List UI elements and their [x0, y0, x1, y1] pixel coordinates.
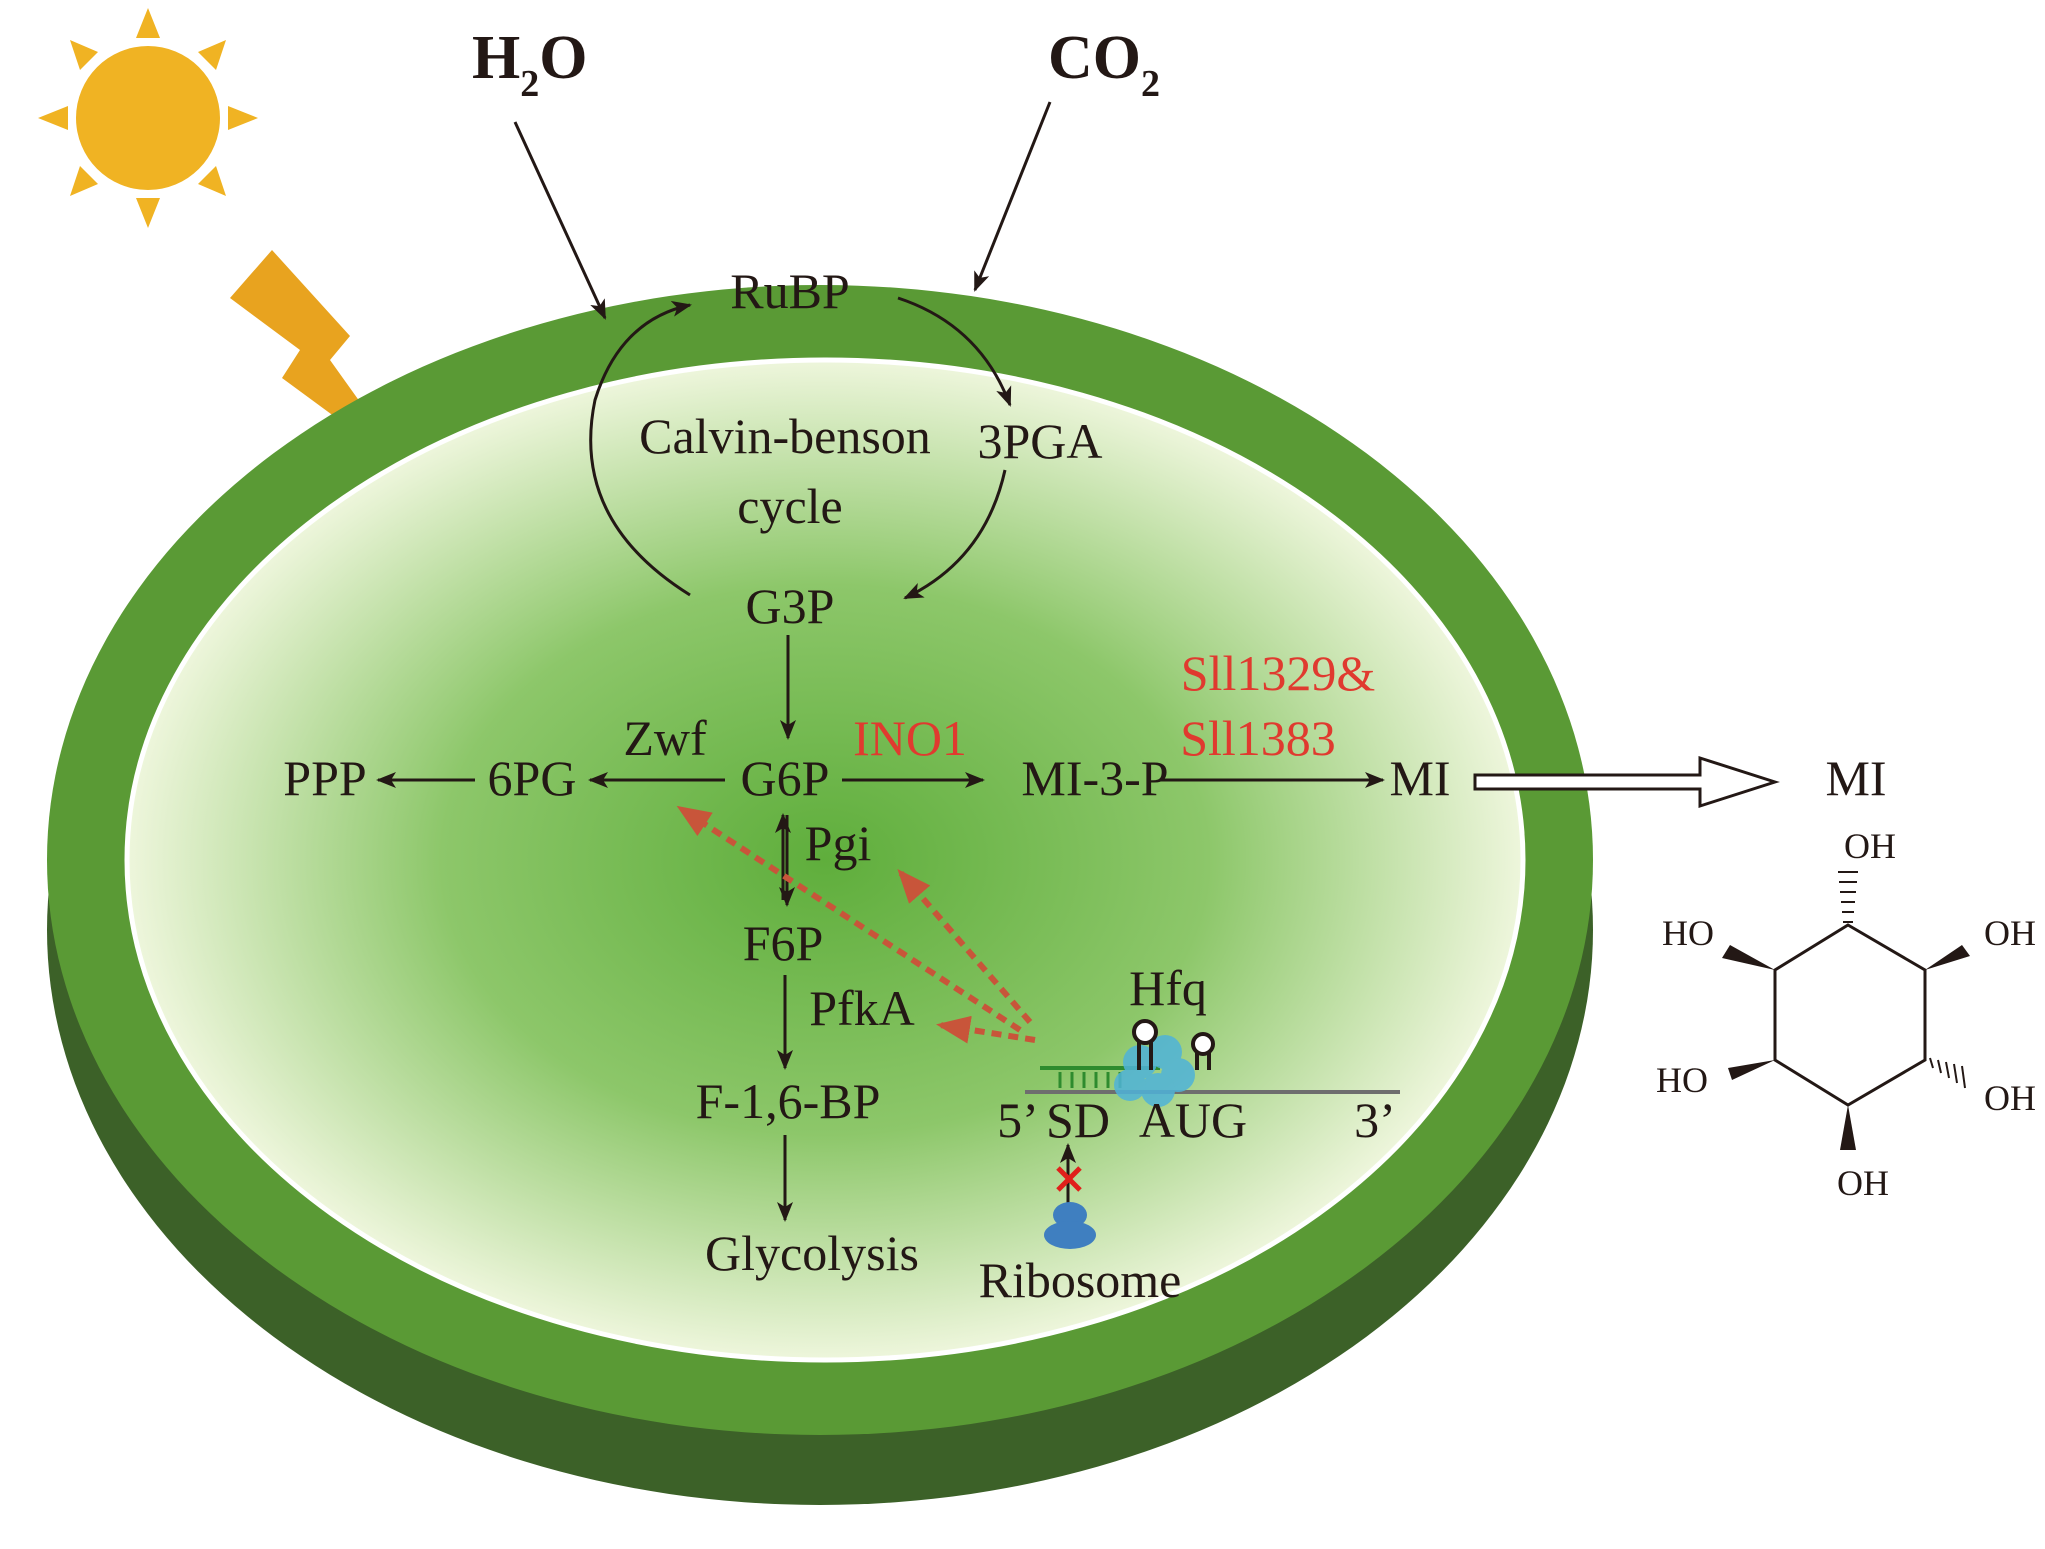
oh-lower-right-label: OH: [1984, 1078, 2036, 1118]
calvin-cycle-label-line1: Calvin-benson: [639, 408, 931, 464]
glycolysis-label: Glycolysis: [705, 1225, 919, 1281]
sll1329-enzyme-label: Sll1329&: [1181, 645, 1375, 701]
sd-label: SD: [1046, 1092, 1110, 1148]
export-arrow: [1473, 755, 1780, 809]
g6p-label: G6P: [741, 750, 830, 806]
g3p-label: G3P: [746, 578, 835, 634]
pfka-enzyme-label: PfkA: [809, 980, 915, 1036]
3pga-label: 3PGA: [977, 413, 1102, 469]
pgi-enzyme-label: Pgi: [805, 815, 872, 871]
ho-upper-left-label: HO: [1662, 913, 1714, 953]
sun-icon: [38, 8, 258, 228]
ribosome-icon: [1044, 1202, 1096, 1249]
ho-lower-left-label: HO: [1656, 1060, 1708, 1100]
h2o-label: H2O: [472, 24, 587, 105]
rubp-to-3pga-arrow: [897, 296, 1012, 407]
3pga-to-g3p-arrow: [903, 469, 1007, 600]
oh-upper-right-label: OH: [1984, 913, 2036, 953]
red-x-block-icon: [1056, 1166, 1082, 1192]
oh-bottom-label: OH: [1837, 1163, 1889, 1203]
ino1-enzyme-label: INO1: [853, 710, 967, 766]
oh-top-label: OH: [1844, 826, 1896, 866]
f6p-label: F6P: [743, 915, 824, 971]
h2o-arrow: [513, 121, 607, 320]
sll1383-enzyme-label: Sll1383: [1180, 710, 1336, 766]
cytoplasm: [124, 357, 1526, 1363]
g3p-to-rubp-arrow: [589, 300, 692, 597]
co2-arrow: [973, 101, 1052, 292]
hfq-protein-icon: [1114, 1035, 1195, 1107]
aug-label: AUG: [1139, 1092, 1247, 1148]
mi-product-label: MI: [1825, 750, 1886, 806]
rna-stem-loops: [1132, 1019, 1215, 1070]
6pg-label: 6PG: [488, 750, 577, 806]
five-prime-label: 5’: [997, 1092, 1039, 1148]
myo-inositol-structure: OH HO OH HO OH OH: [1656, 826, 2036, 1203]
ribosome-label: Ribosome: [979, 1252, 1182, 1308]
hfq-label: Hfq: [1129, 960, 1207, 1016]
calvin-cycle-label-line2: cycle: [737, 478, 842, 534]
zwf-enzyme-label: Zwf: [623, 710, 707, 766]
f16bp-label: F-1,6-BP: [696, 1073, 881, 1129]
co2-label: CO2: [1048, 24, 1160, 105]
ppp-label: PPP: [283, 750, 366, 806]
three-prime-label: 3’: [1354, 1092, 1396, 1148]
mrna-hfq-complex: Hfq 5’ SD AUG 3’: [997, 960, 1400, 1148]
mi3p-label: MI-3-P: [1021, 750, 1168, 806]
mi-inside-label: MI: [1389, 750, 1450, 806]
rubp-label: RuBP: [730, 263, 850, 319]
